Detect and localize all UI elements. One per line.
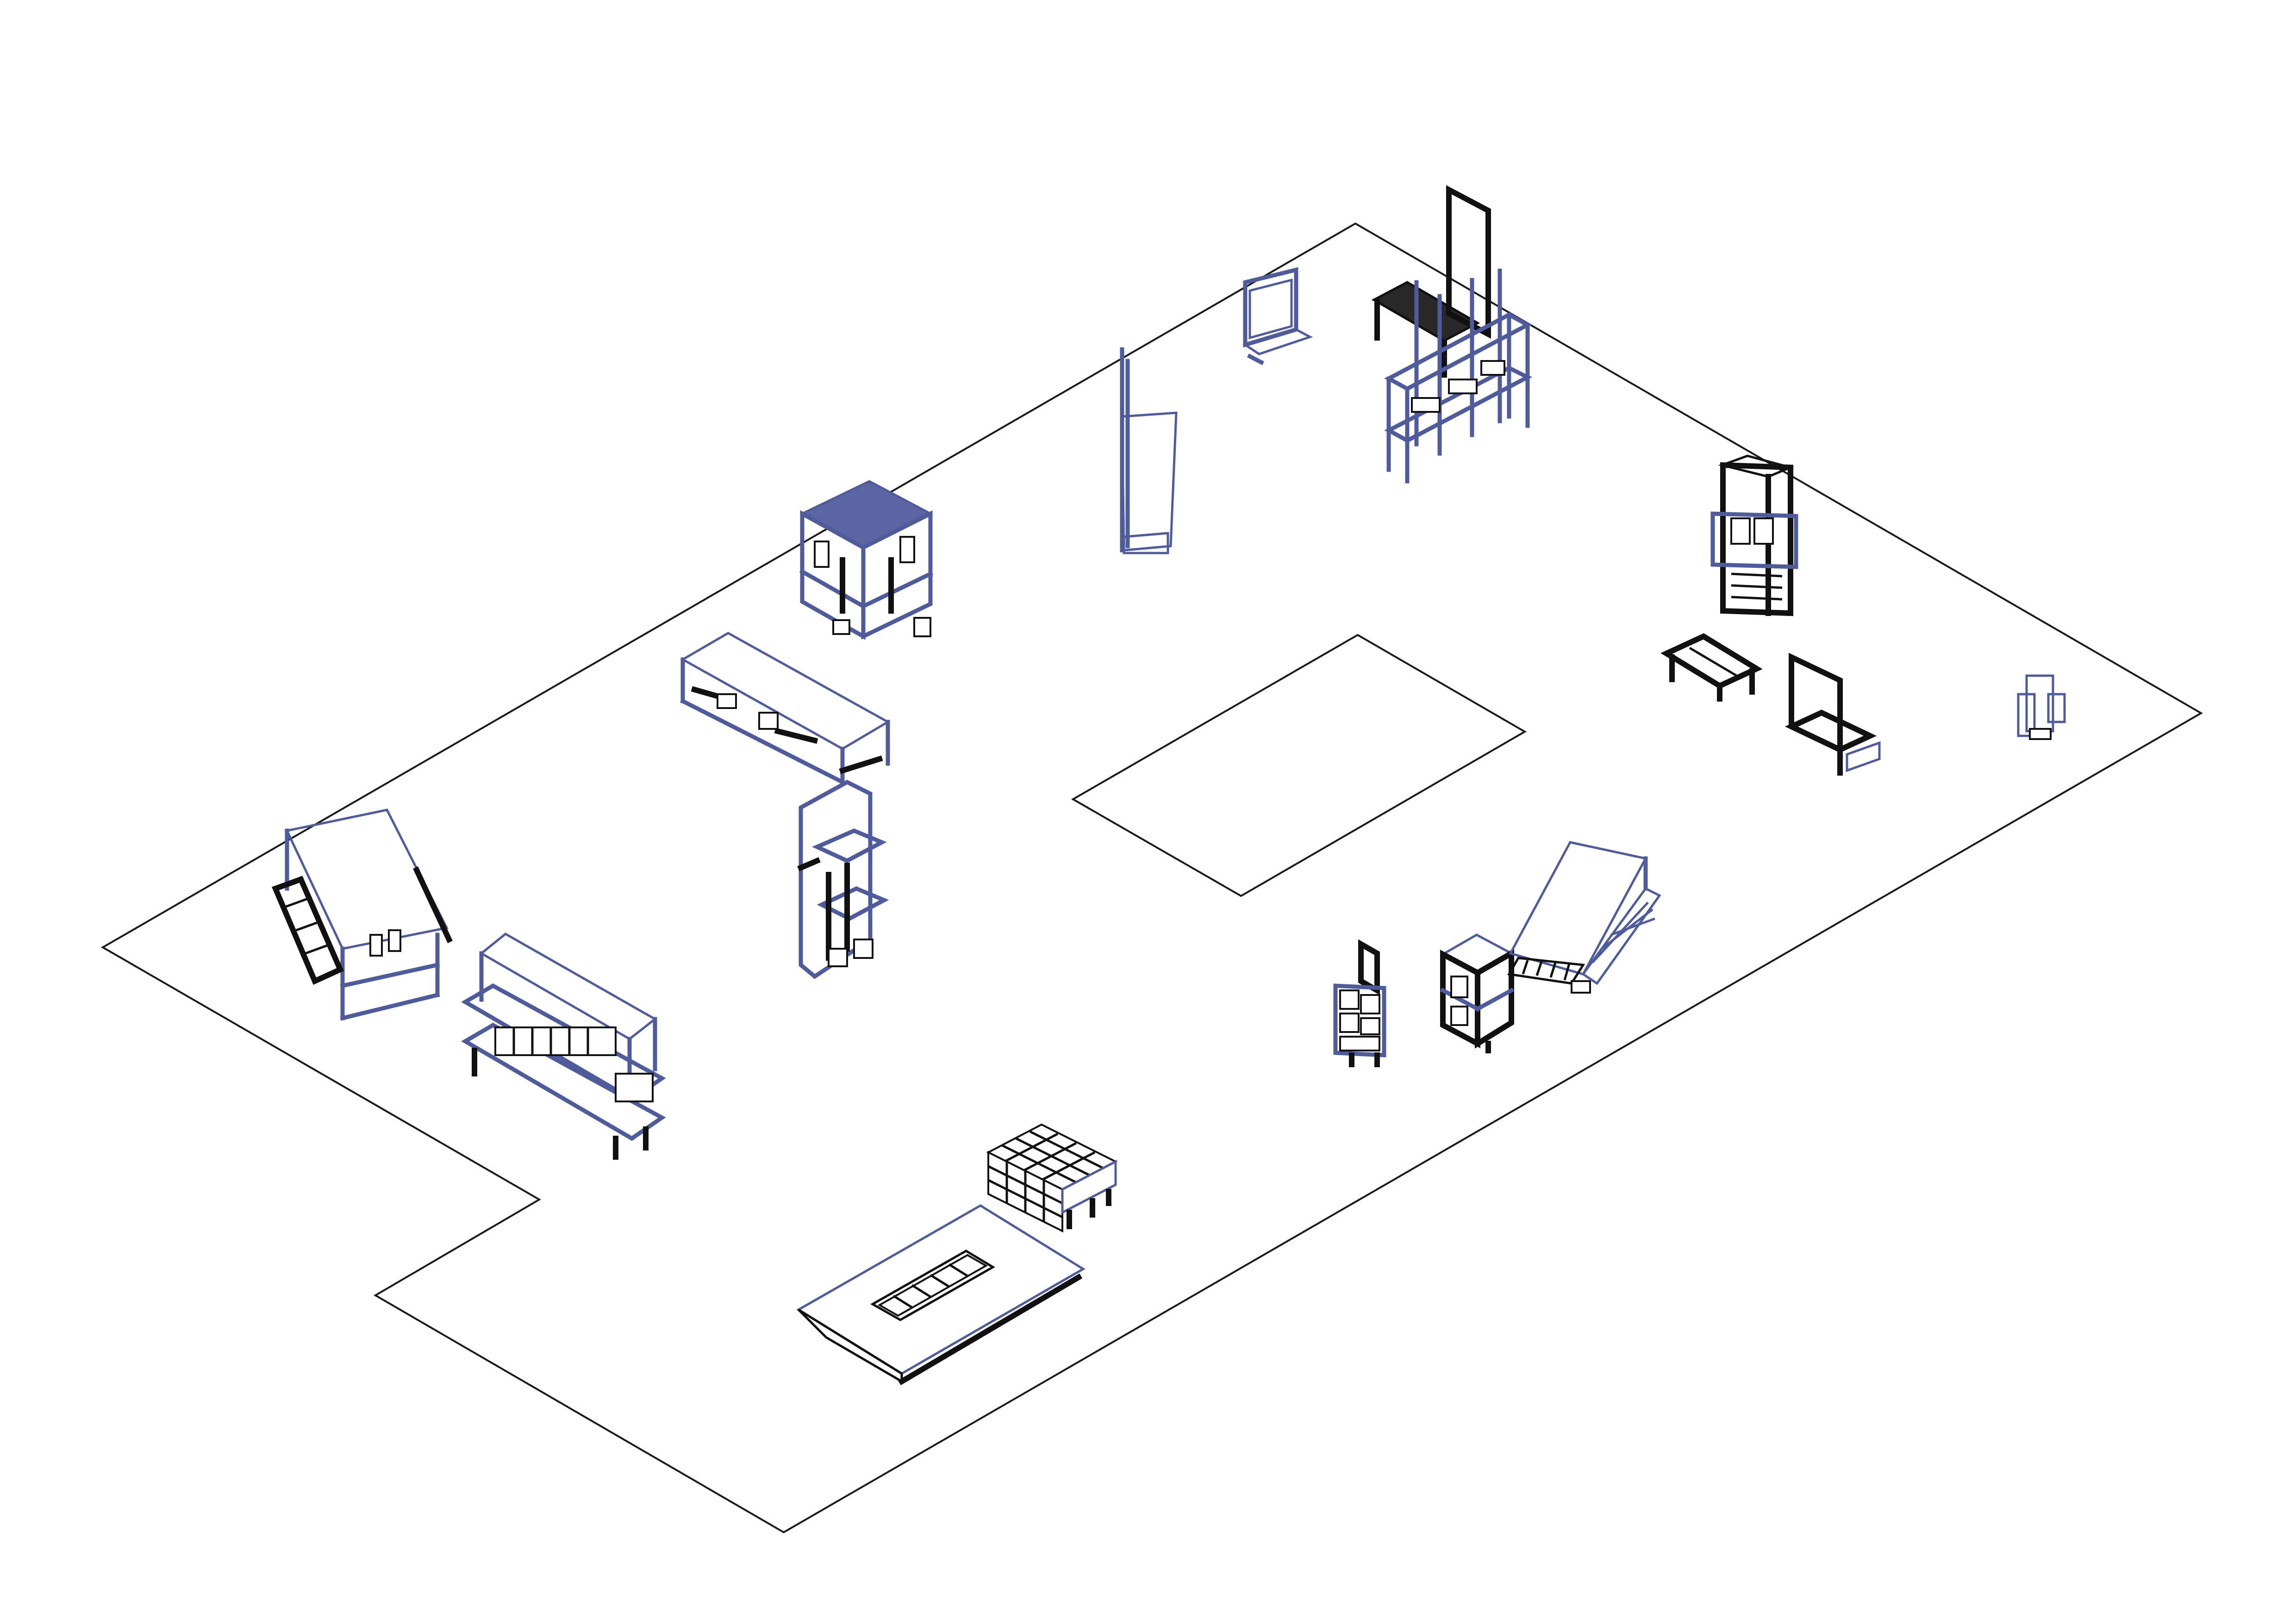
shelving-rack xyxy=(1384,268,1532,484)
small-stool xyxy=(2017,674,2066,740)
black-cart-frame xyxy=(1784,653,1881,776)
ramp-platform xyxy=(1507,841,1661,994)
long-workbench xyxy=(680,632,891,785)
small-frame-stand xyxy=(1242,267,1313,366)
l-shaped-shelf xyxy=(797,779,889,979)
central-void xyxy=(1071,634,1527,897)
stacked-crates xyxy=(986,1123,1118,1233)
tower-cabinet xyxy=(1710,454,1798,616)
blue-roof-kiosk xyxy=(799,480,934,640)
floor-plan-outline xyxy=(101,222,2203,1534)
sloped-table-unit xyxy=(272,808,453,1021)
floor-display-tray xyxy=(796,1204,1086,1386)
tall-panel-stand xyxy=(1120,347,1178,554)
cube-frame xyxy=(1440,933,1515,1053)
display-cabinet xyxy=(461,932,666,1160)
narrow-ladder-unit xyxy=(1333,939,1386,1067)
low-black-table xyxy=(1660,633,1763,702)
